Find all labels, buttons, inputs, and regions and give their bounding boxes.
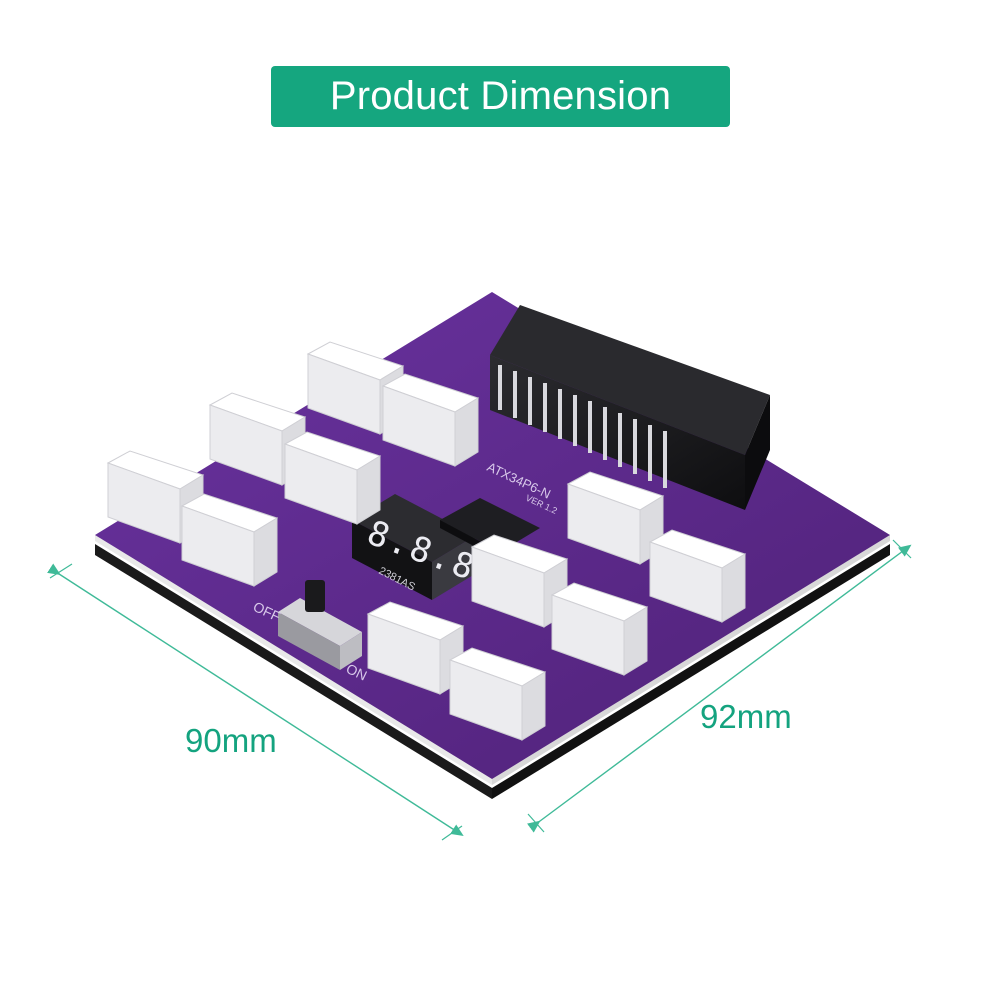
dimension-arrow-icon xyxy=(527,544,912,833)
pcie-connector xyxy=(381,373,480,467)
dimension-label-depth: 92mm xyxy=(700,698,792,735)
title-badge: Product Dimension xyxy=(271,66,730,127)
page-title: Product Dimension xyxy=(329,74,672,118)
dimension-line-right xyxy=(527,539,912,833)
pcie-connector xyxy=(283,431,382,525)
pcie-connector xyxy=(566,471,665,565)
dimension-arrow-icon xyxy=(47,563,464,837)
atx-connector xyxy=(490,305,770,510)
dimension-line-left xyxy=(47,563,464,841)
dimension-label-width: 90mm xyxy=(185,722,277,759)
